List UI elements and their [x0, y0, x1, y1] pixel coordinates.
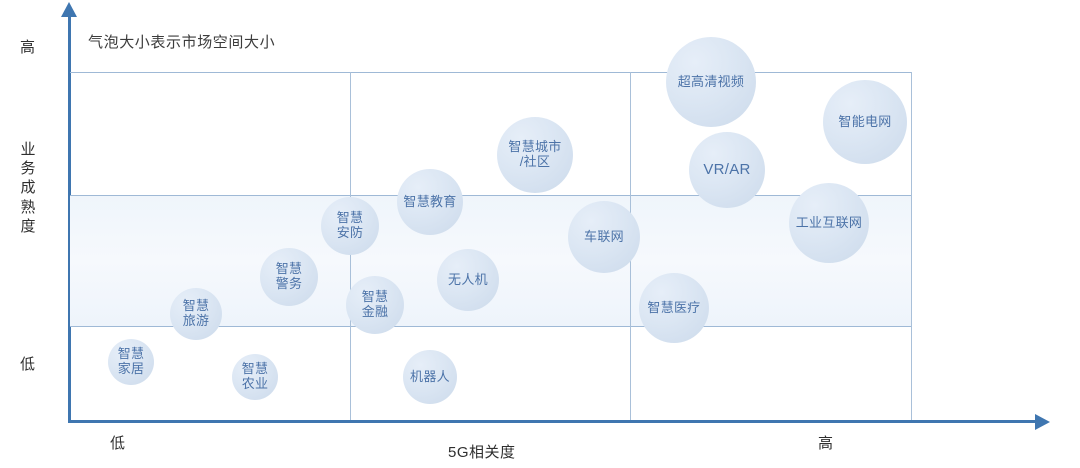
bubble-point: 超高清视频 [666, 37, 756, 127]
x-axis-high-label: 高 [818, 435, 834, 452]
bubble-point: 工业互联网 [789, 183, 869, 263]
bubble-label: 智慧 旅游 [182, 298, 210, 328]
bubble-point: 车联网 [568, 201, 640, 273]
bubble-label: 智慧 农业 [241, 361, 269, 391]
plot-area: 智慧 家居智慧 农业 智慧 旅游 智慧 警务 智慧 安防智慧 金融机器人 智慧教育无人机… [70, 37, 912, 420]
bubble-point: 智慧 旅游 [170, 288, 222, 340]
gridline-top [70, 72, 912, 73]
bubble-point: 无人机 [437, 249, 499, 311]
x-axis-arrow-icon [1035, 414, 1050, 430]
bubble-point: 智能电网 [823, 80, 907, 164]
bubble-label: 智慧医疗 [647, 299, 701, 315]
gridline-mid-lo [70, 326, 912, 327]
bubble-label: VR/AR [703, 160, 751, 178]
gridline-right-edge [911, 72, 912, 420]
bubble-point: 智慧城市 /社区 [497, 117, 573, 193]
bubble-label: 智能电网 [838, 113, 892, 129]
gridline-mid-hi [70, 195, 912, 196]
bubble-label: 智慧 安防 [336, 210, 364, 240]
bubble-label: 智慧 家居 [117, 346, 145, 376]
y-axis-low-label: 低 [20, 356, 36, 373]
y-axis-high-label: 高 [20, 39, 36, 56]
bubble-label: 智慧城市 /社区 [508, 139, 562, 169]
y-axis-arrow-icon [61, 2, 77, 17]
bubble-point: 智慧医疗 [639, 273, 709, 343]
x-axis-line [68, 420, 1038, 423]
y-axis-title: 业务成熟度 [20, 141, 36, 235]
bubble-label: 智慧 金融 [361, 289, 389, 319]
bubble-label: 工业互联网 [795, 214, 863, 230]
bubble-label: 机器人 [410, 368, 450, 384]
bubble-label: 超高清视频 [677, 73, 745, 89]
size-legend-note: 气泡大小表示市场空间大小 [88, 34, 276, 51]
y-axis-line [68, 14, 71, 422]
bubble-point: VR/AR [689, 132, 765, 208]
bubble-point: 智慧 农业 [232, 354, 278, 400]
bubble-label: 车联网 [584, 228, 624, 244]
bubble-label: 智慧 警务 [275, 261, 303, 291]
bubble-point: 智慧教育 [397, 169, 463, 235]
bubble-point: 智慧 安防 [321, 197, 379, 255]
bubble-point: 智慧 家居 [108, 339, 154, 385]
bubble-point: 机器人 [403, 350, 457, 404]
x-axis-title: 5G相关度 [448, 444, 516, 461]
bubble-point: 智慧 警务 [260, 248, 318, 306]
bubble-label: 无人机 [448, 271, 488, 287]
bubble-point: 智慧 金融 [346, 276, 404, 334]
bubble-label: 智慧教育 [403, 193, 457, 209]
x-axis-low-label: 低 [110, 435, 126, 452]
